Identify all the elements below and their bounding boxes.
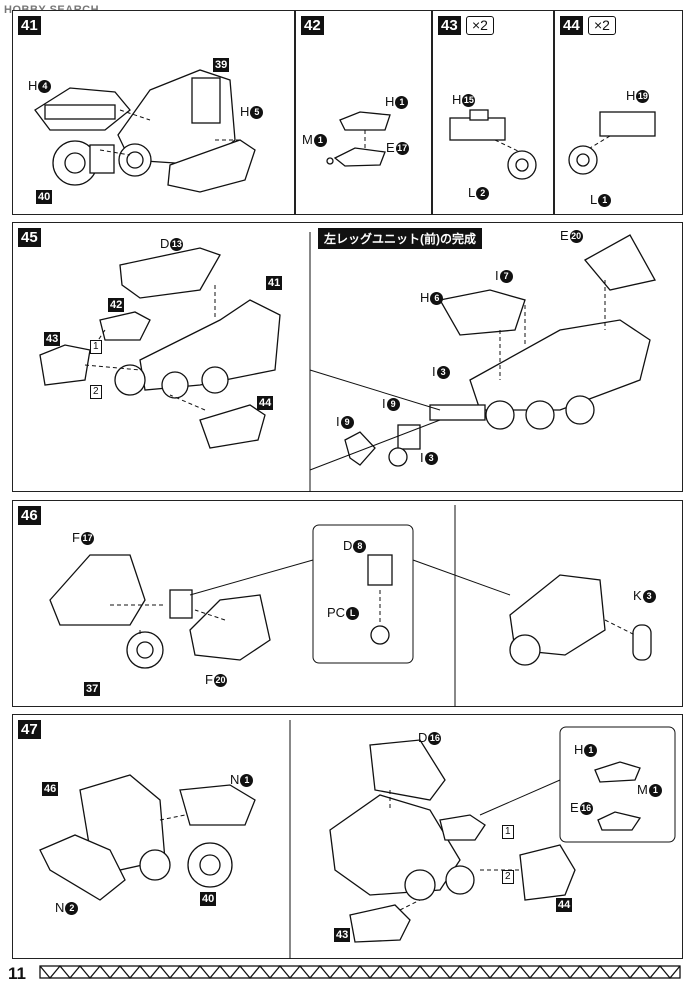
completed-left-leg-front	[469, 319, 651, 411]
part-43b	[349, 904, 411, 943]
part-h6	[438, 289, 526, 336]
ref-40: 40	[36, 190, 53, 204]
ref-43b: 43	[334, 928, 351, 942]
ref-42: 42	[108, 298, 125, 312]
completion-banner: 左レッグユニット(前)の完成	[318, 228, 482, 249]
quantity-44: ×2	[588, 16, 616, 35]
ref-40b: 40	[200, 892, 217, 906]
page-number: 11	[8, 964, 26, 983]
step-number-43: 43	[438, 16, 461, 35]
step-number-45: 45	[18, 228, 41, 247]
part-h1	[339, 111, 391, 131]
part-44b	[519, 844, 576, 901]
step-box-1: 1	[90, 340, 102, 354]
ref-37: 37	[84, 682, 101, 696]
footer-pattern	[39, 964, 681, 980]
part-n2	[39, 834, 126, 901]
ref-43: 43	[44, 332, 61, 346]
step-number-46: 46	[18, 506, 41, 525]
part-42	[99, 311, 151, 341]
step-box-2: 2	[90, 385, 102, 399]
part-pc-l	[370, 625, 390, 645]
part-i9	[344, 431, 376, 466]
part-i3b	[397, 424, 421, 450]
part-f17	[49, 554, 146, 626]
part-d16	[369, 739, 446, 801]
part-k3	[632, 624, 652, 661]
part-41	[139, 299, 281, 391]
step47-assembled	[329, 794, 461, 896]
small-connector	[169, 589, 193, 619]
part-d13	[119, 247, 221, 299]
step-42-panel	[295, 10, 432, 215]
part-n1	[179, 784, 256, 826]
ref-41: 41	[266, 276, 283, 290]
part-h19	[599, 111, 656, 137]
ref-39: 39	[213, 58, 230, 72]
step-box-2b: 2	[502, 870, 514, 884]
step-number-44: 44	[560, 16, 583, 35]
part-e17	[333, 147, 386, 167]
step-43-panel	[432, 10, 554, 215]
step47-inset	[559, 726, 676, 843]
part-f20	[189, 594, 271, 661]
step46-inset	[312, 524, 414, 664]
part-h1b	[594, 761, 641, 783]
part-h15	[449, 117, 506, 141]
part-e20	[583, 234, 656, 291]
step-number-42: 42	[301, 16, 324, 35]
part-42b	[439, 814, 486, 841]
step-number-41: 41	[18, 16, 41, 35]
quantity-43: ×2	[466, 16, 494, 35]
part-44	[199, 404, 266, 449]
ref-44: 44	[257, 396, 274, 410]
part-43	[39, 344, 91, 386]
part-d8	[367, 554, 393, 586]
ref-44b: 44	[556, 898, 573, 912]
part-i3	[429, 404, 486, 421]
part-e16	[597, 811, 642, 831]
step-number-47: 47	[18, 720, 41, 739]
ref-46: 46	[42, 782, 59, 796]
step-box-1b: 1	[502, 825, 514, 839]
